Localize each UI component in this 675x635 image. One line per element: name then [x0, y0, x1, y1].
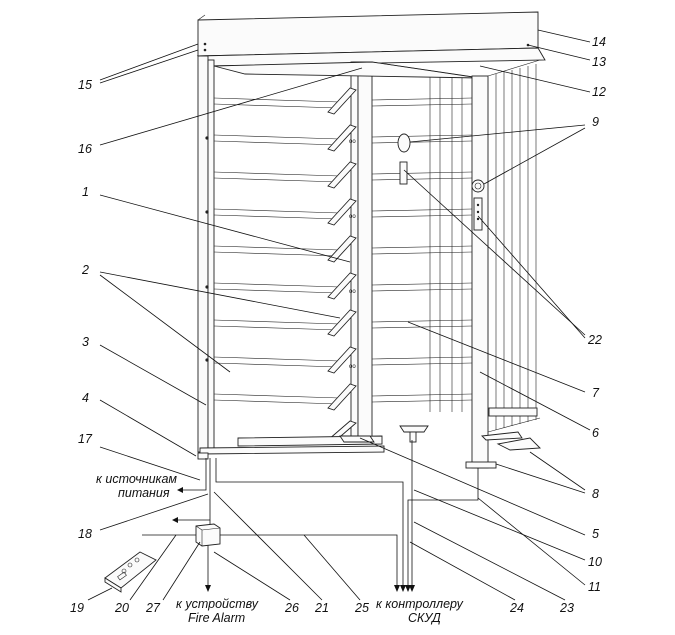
callout-24: 24: [509, 601, 524, 615]
callout-16: 16: [78, 142, 92, 156]
right-cage: [471, 59, 541, 469]
callout-1: 1: [82, 185, 89, 199]
callout-15: 15: [78, 78, 92, 92]
callout-17: 17: [78, 432, 93, 446]
callout-10: 10: [588, 555, 602, 569]
callout-4: 4: [82, 391, 89, 405]
callout-6: 6: [592, 426, 599, 440]
base: [197, 425, 542, 469]
fire-caption-line2: Fire Alarm: [188, 611, 245, 625]
callout-20: 20: [114, 601, 129, 615]
fixed-barrier-left: [213, 97, 341, 405]
callout-13: 13: [592, 55, 606, 69]
fixed-barrier-right: [371, 70, 473, 412]
callout-27: 27: [145, 601, 161, 615]
power-caption-line1: к источникам: [96, 472, 177, 486]
callout-19: 19: [70, 601, 84, 615]
svg-text:oo: oo: [349, 214, 356, 220]
callout-labels: 14 13 15 12 9 16 1 2 22 3 7 4 6 17 8 18 …: [70, 35, 606, 615]
fire-alarm-module: [195, 523, 221, 547]
callout-21: 21: [314, 601, 329, 615]
callout-9: 9: [592, 115, 599, 129]
callout-8: 8: [592, 487, 599, 501]
callout-25: 25: [354, 601, 369, 615]
callout-5: 5: [592, 527, 599, 541]
callout-26: 26: [284, 601, 299, 615]
cables: [142, 440, 479, 592]
access-caption-line1: к контроллеру: [376, 597, 464, 611]
rotor: oo oo oo oo: [327, 61, 373, 443]
svg-text:oo: oo: [349, 289, 356, 295]
callout-18: 18: [78, 527, 92, 541]
callout-7: 7: [592, 386, 600, 400]
power-caption-line2: питания: [118, 486, 170, 500]
callout-23: 23: [559, 601, 574, 615]
callout-14: 14: [592, 35, 606, 49]
callout-22: 22: [587, 333, 602, 347]
access-caption-line2: СКУД: [408, 611, 441, 625]
remote-control-panel: [104, 551, 157, 593]
callout-11: 11: [588, 580, 601, 594]
callout-3: 3: [82, 335, 89, 349]
captions: к источникам питания к устройству Fire A…: [96, 472, 464, 625]
callout-12: 12: [592, 85, 606, 99]
card-readers: [397, 133, 485, 231]
svg-text:oo: oo: [349, 364, 356, 370]
top-canopy: [196, 11, 546, 67]
fire-caption-line1: к устройству: [176, 597, 259, 611]
leader-lines: [87, 29, 591, 601]
callout-2: 2: [81, 263, 89, 277]
svg-text:oo: oo: [349, 139, 356, 145]
